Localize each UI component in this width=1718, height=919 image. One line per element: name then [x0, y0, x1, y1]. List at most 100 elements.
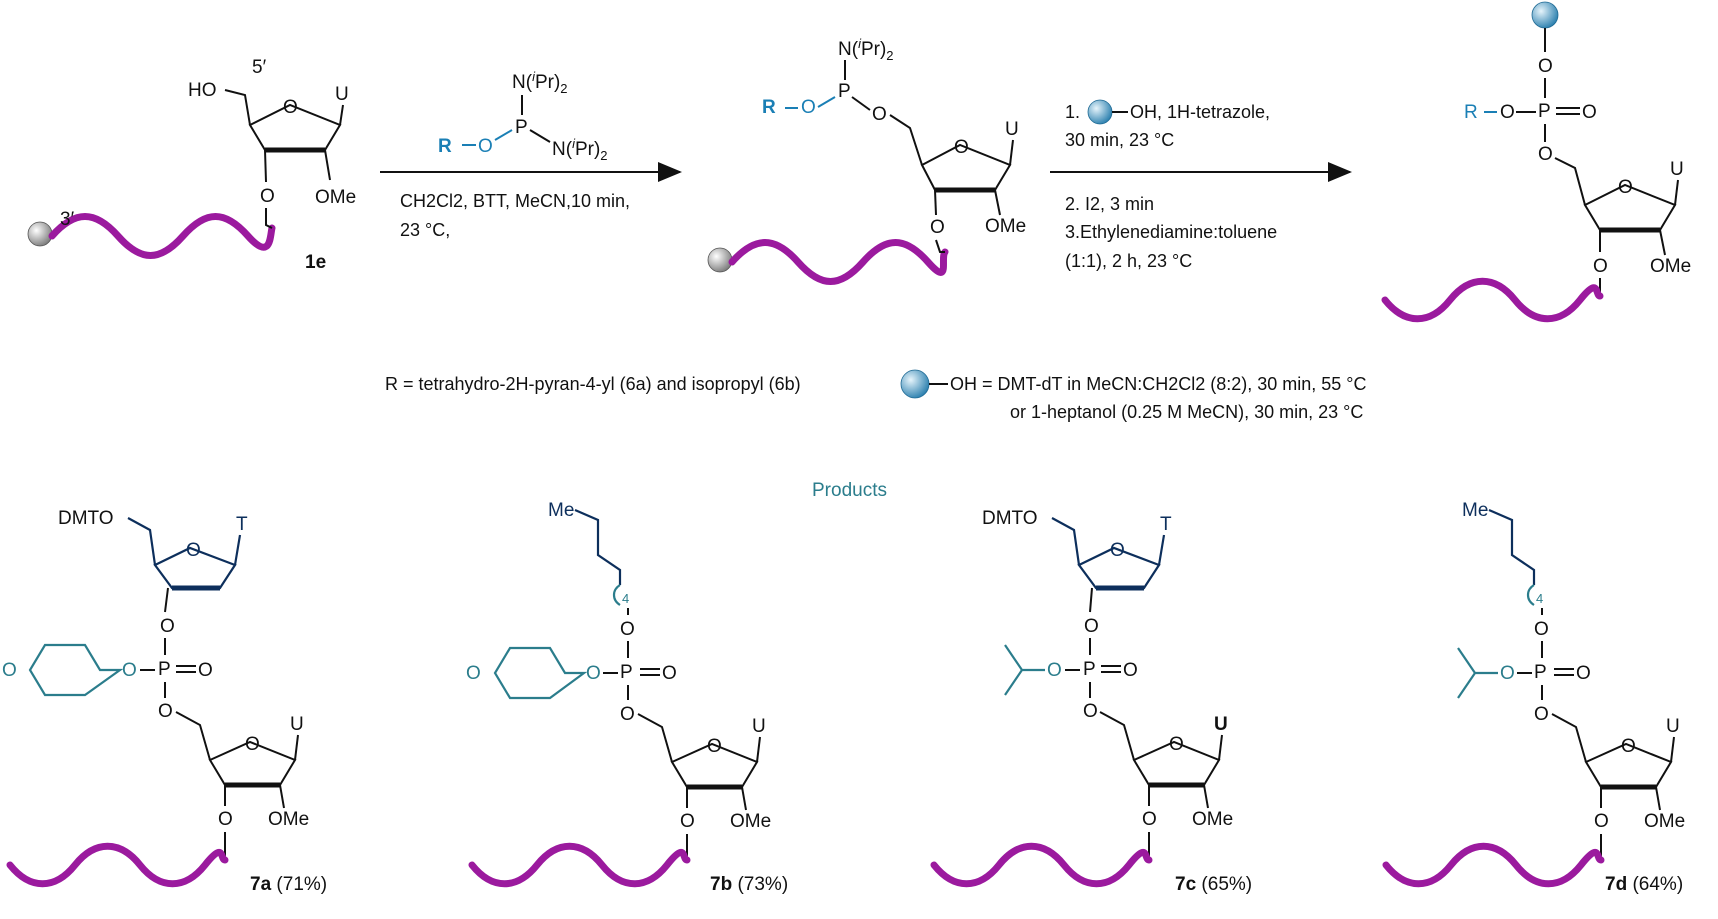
o-label: O: [1084, 616, 1099, 637]
o-label: O: [586, 663, 601, 684]
o-label: O: [158, 701, 173, 722]
ring-o: O: [245, 734, 260, 755]
scheme-product: O P O O R O O U OMe O: [1381, 1, 1691, 323]
ring-oxygen: O: [283, 97, 298, 118]
me-label: Me: [1462, 500, 1488, 521]
int-ome: OMe: [985, 216, 1026, 237]
base-u: U: [1214, 714, 1228, 735]
cond1-line2: 23 °C,: [400, 220, 450, 240]
ome-label: OMe: [1644, 811, 1685, 832]
o-label: O: [218, 809, 233, 830]
ome-label: OMe: [730, 811, 771, 832]
three-prime-label: 3′: [60, 209, 75, 230]
products-title: Products: [812, 480, 887, 501]
o-label: O: [160, 616, 175, 637]
int-o3: O: [930, 217, 945, 238]
p-label: P: [158, 659, 171, 680]
reagent-n1: N(iPr)2: [512, 69, 568, 96]
alcohol-bead-icon: [1531, 1, 1559, 29]
prod-r: R: [1464, 102, 1478, 123]
ring-o: O: [707, 736, 722, 757]
reagent-r: R: [438, 136, 452, 157]
prod-o-top: O: [1538, 56, 1553, 77]
p-label: P: [1534, 662, 1547, 683]
reagent-n2: N(iPr)2: [552, 136, 608, 163]
o-label: O: [1047, 660, 1062, 681]
o-label: O: [198, 660, 213, 681]
o-label: O: [1594, 811, 1609, 832]
o-label: O: [1534, 704, 1549, 725]
five-prime-label: 5′: [252, 57, 267, 78]
ring-o: O: [1621, 736, 1636, 757]
int-r: R: [762, 97, 776, 118]
cond2-line2: 30 min, 23 °C: [1065, 130, 1174, 150]
prod-p: P: [1538, 101, 1551, 122]
int-ring-o: O: [954, 137, 969, 158]
repeat-subscript: 4: [622, 591, 629, 606]
product-label: 7b (73%): [710, 874, 788, 895]
int-p: P: [838, 81, 851, 102]
alcohol-bead-icon: [900, 369, 930, 399]
product-7a: DMTO O T O P O O O O O U OMe O 7a (71%): [2, 508, 327, 895]
cond2-line3: 2. I2, 3 min: [1065, 194, 1154, 214]
product-label: 7a (71%): [250, 874, 327, 895]
intermediate-phosphoramidite: N(iPr)2 P O O R O U OMe O: [707, 36, 1026, 285]
prod-ome: OMe: [1650, 256, 1691, 277]
oligo-helix: [48, 213, 276, 259]
product-label: 7c (65%): [1175, 874, 1252, 895]
cond2-num: 1.: [1065, 102, 1080, 122]
prod-o5: O: [1538, 144, 1553, 165]
ome-label: OMe: [1192, 809, 1233, 830]
o-label: O: [1500, 663, 1515, 684]
base-t: T: [236, 514, 248, 535]
o-label: O: [620, 704, 635, 725]
base-u: U: [752, 716, 766, 737]
uracil-label: U: [335, 84, 349, 105]
o-label: O: [122, 660, 137, 681]
solid-support-bead: [707, 247, 733, 273]
ring-o: O: [1169, 734, 1184, 755]
repeat-subscript: 4: [1536, 591, 1543, 606]
base-u: U: [290, 714, 304, 735]
o-label: O: [1534, 619, 1549, 640]
footnote-oh-2: or 1-heptanol (0.25 M MeCN), 30 min, 23 …: [1010, 402, 1363, 422]
thp-o-label: O: [2, 660, 17, 681]
p-label: P: [620, 662, 633, 683]
int-u: U: [1005, 119, 1019, 140]
starting-material-1e: 3′ O HO 5′ U OMe O 1e: [27, 57, 356, 273]
prod-o-r: O: [1500, 102, 1515, 123]
alcohol-bead-icon: [1087, 99, 1113, 125]
p-label: P: [1083, 659, 1096, 680]
product-7c: DMTO O T O P O O O O U OMe O 7c (65%): [930, 508, 1252, 895]
o-label: O: [662, 663, 677, 684]
reagent-o: O: [478, 136, 493, 157]
o-label: O: [1576, 663, 1591, 684]
ring-o: O: [1110, 540, 1125, 561]
product-label: 7d (64%): [1605, 874, 1683, 895]
dmto-label: DMTO: [982, 508, 1038, 529]
prod-o-dbl: O: [1582, 102, 1597, 123]
o-label: O: [1083, 701, 1098, 722]
footnote-oh-1: OH = DMT-dT in MeCN:CH2Cl2 (8:2), 30 min…: [950, 374, 1366, 394]
cond1-line1: CH2Cl2, BTT, MeCN,10 min,: [400, 191, 630, 211]
cond2-line5: (1:1), 2 h, 23 °C: [1065, 251, 1192, 271]
compound-label-1e: 1e: [305, 252, 326, 273]
me-label: Me: [548, 500, 574, 521]
int-o5: O: [872, 104, 887, 125]
reagent-p: P: [515, 117, 528, 138]
ome-label: OMe: [268, 809, 309, 830]
ome-label: OMe: [315, 187, 356, 208]
base-u: U: [1666, 716, 1680, 737]
thp-o-label: O: [466, 663, 481, 684]
int-o: O: [801, 97, 816, 118]
o-label: O: [1142, 809, 1157, 830]
prod-u: U: [1670, 159, 1684, 180]
o-label: O: [620, 619, 635, 640]
o-label: O: [1123, 660, 1138, 681]
o3-label: O: [260, 186, 275, 207]
product-7b: Me 4 O P O O O O O U OMe O 7b (73%): [466, 500, 788, 895]
ring-o: O: [186, 540, 201, 561]
prod-ring-o: O: [1618, 177, 1633, 198]
dmto-label: DMTO: [58, 508, 114, 529]
